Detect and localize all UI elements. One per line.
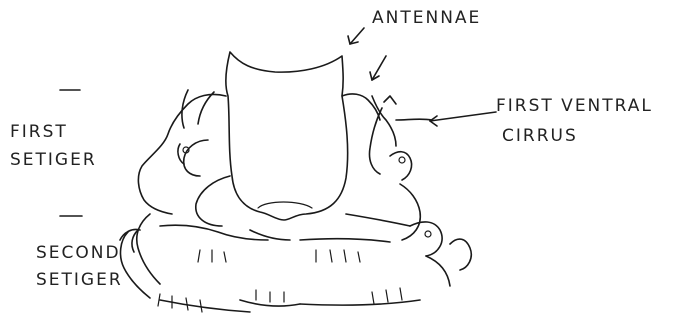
first-ventral-cirrus-arrow (430, 112, 496, 126)
right-body (300, 94, 471, 305)
first-setiger-label-line2: SETIGER (10, 152, 97, 169)
lower-segments (240, 230, 300, 306)
antennae-label: ANTENNAE (372, 10, 481, 27)
prostomium (226, 52, 348, 220)
first-setiger-label-line1: FIRST (10, 124, 68, 141)
antennae-arrow-1 (348, 28, 364, 44)
second-setiger-label-line1: SECOND (36, 245, 121, 262)
antennae-arrow-2 (370, 56, 386, 80)
first-ventral-cirrus-label-line1: FIRST VENTRAL (496, 98, 653, 115)
second-setiger-label-line2: SETIGER (36, 272, 123, 289)
left-body (120, 90, 268, 312)
first-ventral-cirrus-label-line2: CIRRUS (502, 128, 578, 145)
